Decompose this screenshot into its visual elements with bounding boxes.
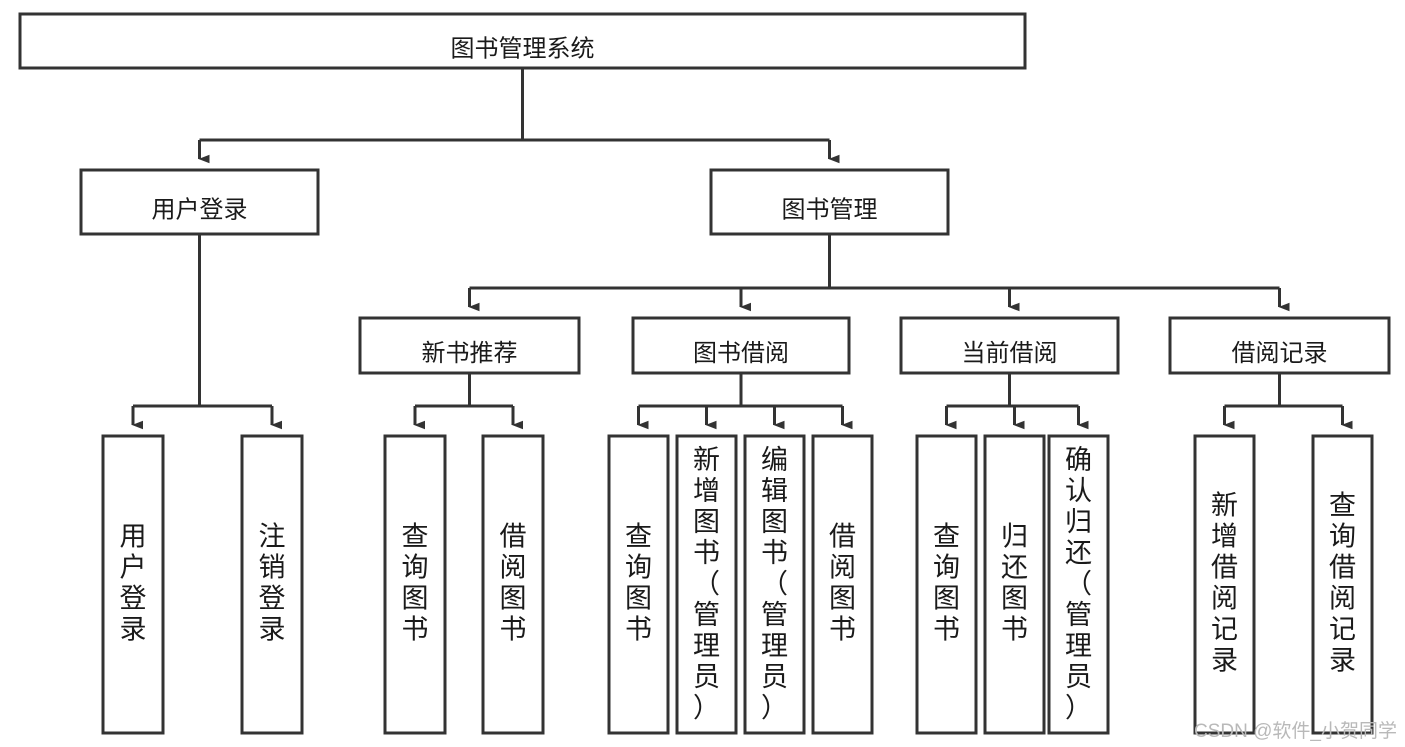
node-label: 注销登录 bbox=[259, 522, 286, 645]
node-label: 用户登录 bbox=[120, 522, 147, 645]
node-label: 图书管理系统 bbox=[451, 35, 595, 62]
node-leaf-return-book[interactable]: 归还图书 bbox=[983, 434, 1046, 735]
node-box bbox=[1168, 316, 1391, 375]
node-leaf-borrow-book-1[interactable]: 借阅图书 bbox=[481, 434, 545, 735]
edge-group bbox=[945, 373, 1089, 430]
node-label: 新书推荐 bbox=[422, 340, 518, 367]
node-box bbox=[709, 168, 950, 236]
node-root[interactable]: 图书管理系统 bbox=[18, 12, 1027, 70]
nodes-layer: 图书管理系统用户登录图书管理新书推荐图书借阅当前借阅借阅记录用户登录注销登录查询… bbox=[18, 12, 1391, 735]
node-box bbox=[79, 168, 320, 236]
node-leaf-query-book-1[interactable]: 查询图书 bbox=[383, 434, 447, 735]
node-leaf-query-book-3[interactable]: 查询图书 bbox=[915, 434, 978, 735]
node-label: 查询图书 bbox=[933, 522, 960, 645]
node-box bbox=[1047, 434, 1110, 735]
node-label: 新增借阅记录 bbox=[1211, 491, 1238, 676]
node-book-manage[interactable]: 图书管理 bbox=[709, 168, 950, 236]
node-box bbox=[743, 434, 806, 735]
node-label: 确认归还（管理员） bbox=[1065, 445, 1092, 723]
edge-group bbox=[198, 68, 840, 164]
node-leaf-query-book-2[interactable]: 查询图书 bbox=[607, 434, 670, 735]
node-label: 新增图书（管理员） bbox=[693, 445, 720, 723]
edge-group bbox=[637, 373, 853, 430]
node-label: 查询图书 bbox=[402, 522, 429, 645]
node-box bbox=[18, 12, 1027, 70]
node-label: 借阅图书 bbox=[829, 522, 856, 645]
node-box bbox=[358, 316, 581, 375]
node-box bbox=[481, 434, 545, 735]
node-leaf-edit-book[interactable]: 编辑图书（管理员） bbox=[743, 434, 806, 735]
edge-group bbox=[468, 234, 1290, 312]
node-user-login[interactable]: 用户登录 bbox=[79, 168, 320, 236]
node-label: 图书借阅 bbox=[693, 340, 789, 367]
node-box bbox=[899, 316, 1120, 375]
node-label: 借阅图书 bbox=[500, 522, 527, 645]
node-box bbox=[1193, 434, 1256, 735]
edge-group bbox=[131, 234, 282, 430]
node-label: 当前借阅 bbox=[962, 340, 1058, 367]
node-label: 查询图书 bbox=[625, 522, 652, 645]
node-box bbox=[915, 434, 978, 735]
node-leaf-logout[interactable]: 注销登录 bbox=[240, 434, 304, 735]
node-leaf-borrow-book-2[interactable]: 借阅图书 bbox=[811, 434, 874, 735]
node-box bbox=[101, 434, 165, 735]
edge-group bbox=[413, 373, 523, 430]
node-new-book-rec[interactable]: 新书推荐 bbox=[358, 316, 581, 375]
node-box bbox=[811, 434, 874, 735]
node-box bbox=[383, 434, 447, 735]
node-leaf-query-record[interactable]: 查询借阅记录 bbox=[1311, 434, 1374, 735]
node-leaf-add-book[interactable]: 新增图书（管理员） bbox=[675, 434, 738, 735]
node-leaf-user-login[interactable]: 用户登录 bbox=[101, 434, 165, 735]
edges-layer bbox=[131, 68, 1353, 430]
node-leaf-add-record[interactable]: 新增借阅记录 bbox=[1193, 434, 1256, 735]
node-book-borrow[interactable]: 图书借阅 bbox=[631, 316, 851, 375]
node-label: 编辑图书（管理员） bbox=[761, 445, 788, 723]
edge-group bbox=[1223, 373, 1353, 430]
node-box bbox=[240, 434, 304, 735]
node-label: 查询借阅记录 bbox=[1329, 491, 1356, 676]
node-label: 归还图书 bbox=[1001, 522, 1028, 645]
node-leaf-confirm-return[interactable]: 确认归还（管理员） bbox=[1047, 434, 1110, 735]
node-current-borrow[interactable]: 当前借阅 bbox=[899, 316, 1120, 375]
node-label: 图书管理 bbox=[782, 196, 878, 223]
node-label: 用户登录 bbox=[152, 196, 248, 223]
node-box bbox=[983, 434, 1046, 735]
node-box bbox=[607, 434, 670, 735]
node-box bbox=[631, 316, 851, 375]
node-box bbox=[1311, 434, 1374, 735]
node-borrow-record[interactable]: 借阅记录 bbox=[1168, 316, 1391, 375]
node-label: 借阅记录 bbox=[1232, 340, 1328, 367]
node-box bbox=[675, 434, 738, 735]
